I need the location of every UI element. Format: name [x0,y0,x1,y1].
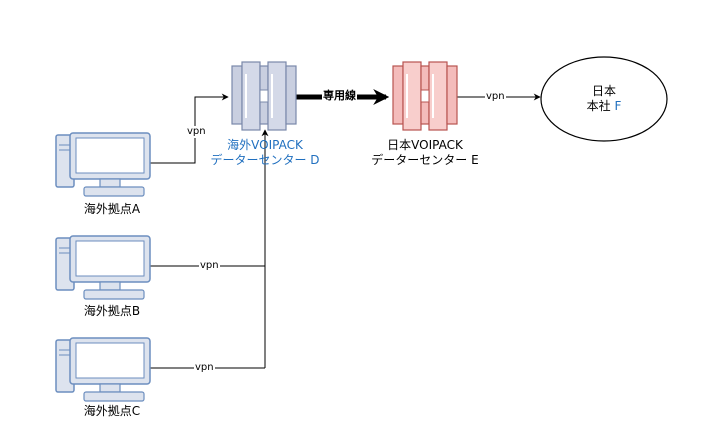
datacenter-d-label-line2: データーセンター D [210,153,320,167]
hq-f-label-suffix: F [614,99,622,113]
base-a-label: 海外拠点A [83,202,141,216]
datacenter-e-label-line1: 日本VOIPACK [387,138,463,152]
datacenter-e-label-line2: データーセンター E [371,153,479,167]
edge-e-to-f-label: vpn [485,91,506,103]
edge-c-label: vpn [194,362,215,374]
datacenter-e-label: 日本VOIPACK データーセンター E [350,138,500,168]
datacenter-d-label-line1: 海外VOIPACK [227,138,303,152]
computer-c-icon [55,337,151,402]
hq-f-label-prefix: 本社 [586,99,615,113]
computer-b-icon [55,235,151,300]
edge-a-label: vpn [186,126,207,138]
hq-f-label-line1: 日本 [591,84,616,98]
hq-f-ellipse [540,56,668,142]
datacenter-d-icon [231,61,297,131]
hq-f-label-line2: 本社 F [554,99,654,114]
datacenter-d-label: 海外VOIPACK データーセンター D [190,138,340,168]
computer-a-icon [55,132,151,197]
base-c-label: 海外拠点C [83,404,141,418]
edge-d-to-e-label: 専用線 [322,89,357,102]
edge-b-label: vpn [199,260,220,272]
datacenter-e-icon [392,61,458,131]
base-b-label: 海外拠点B [83,304,141,318]
hq-f-label: 日本 本社 F [554,84,654,114]
